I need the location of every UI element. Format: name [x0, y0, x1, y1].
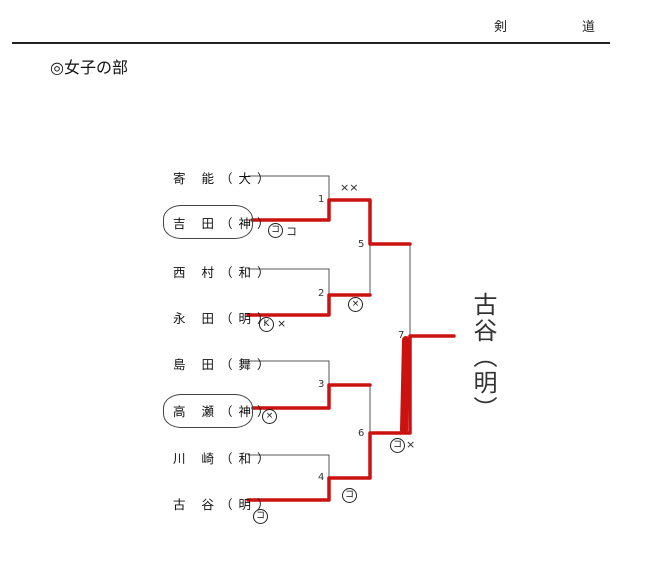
match-number-6: 6: [358, 428, 365, 439]
winner-handwritten: 古谷（明）: [469, 292, 497, 422]
yoshida-score-circle: コ: [268, 223, 283, 238]
header-right: 道: [582, 20, 596, 35]
match-number-2: 2: [318, 288, 325, 299]
match-number-1: 1: [318, 194, 325, 205]
player-shimada: 島 田（舞）: [173, 357, 276, 372]
match-4-score-circle: コ: [342, 488, 357, 503]
player-yoshida-circle: [163, 205, 253, 239]
bracket-thin-lines: [248, 175, 411, 478]
takase-score-circle: ×: [262, 409, 277, 424]
match-number-4: 4: [318, 472, 325, 483]
player-takase-circle: [163, 394, 253, 428]
header-left: 剣: [494, 20, 508, 35]
header-rule: [12, 42, 610, 44]
match-6-score-circle: コ: [390, 438, 405, 453]
match-2-score-circle: ×: [348, 297, 363, 312]
match-number-3: 3: [318, 379, 325, 390]
player-nagata: 永 田（明）: [173, 311, 276, 326]
nagata-score-circle: K: [259, 317, 274, 332]
player-nishimura: 西 村（和）: [173, 265, 276, 280]
furuya-score-circle: コ: [253, 509, 268, 524]
player-kawasaki: 川 崎（和）: [173, 451, 276, 466]
match-number-7: 7: [398, 330, 405, 341]
yoshida-score-mark: コ: [286, 225, 297, 238]
match-1-marks: ××: [340, 181, 359, 194]
player-furuya: 古 谷（明）: [173, 497, 276, 512]
bracket-advance-lines: [246, 198, 456, 502]
match-number-5: 5: [358, 239, 365, 250]
nagata-score-mark: ×: [277, 317, 287, 330]
match-6-score-mark: ×: [406, 438, 416, 451]
section-title: ◎女子の部: [50, 58, 128, 77]
player-kinou: 寄 能（大）: [173, 171, 276, 186]
